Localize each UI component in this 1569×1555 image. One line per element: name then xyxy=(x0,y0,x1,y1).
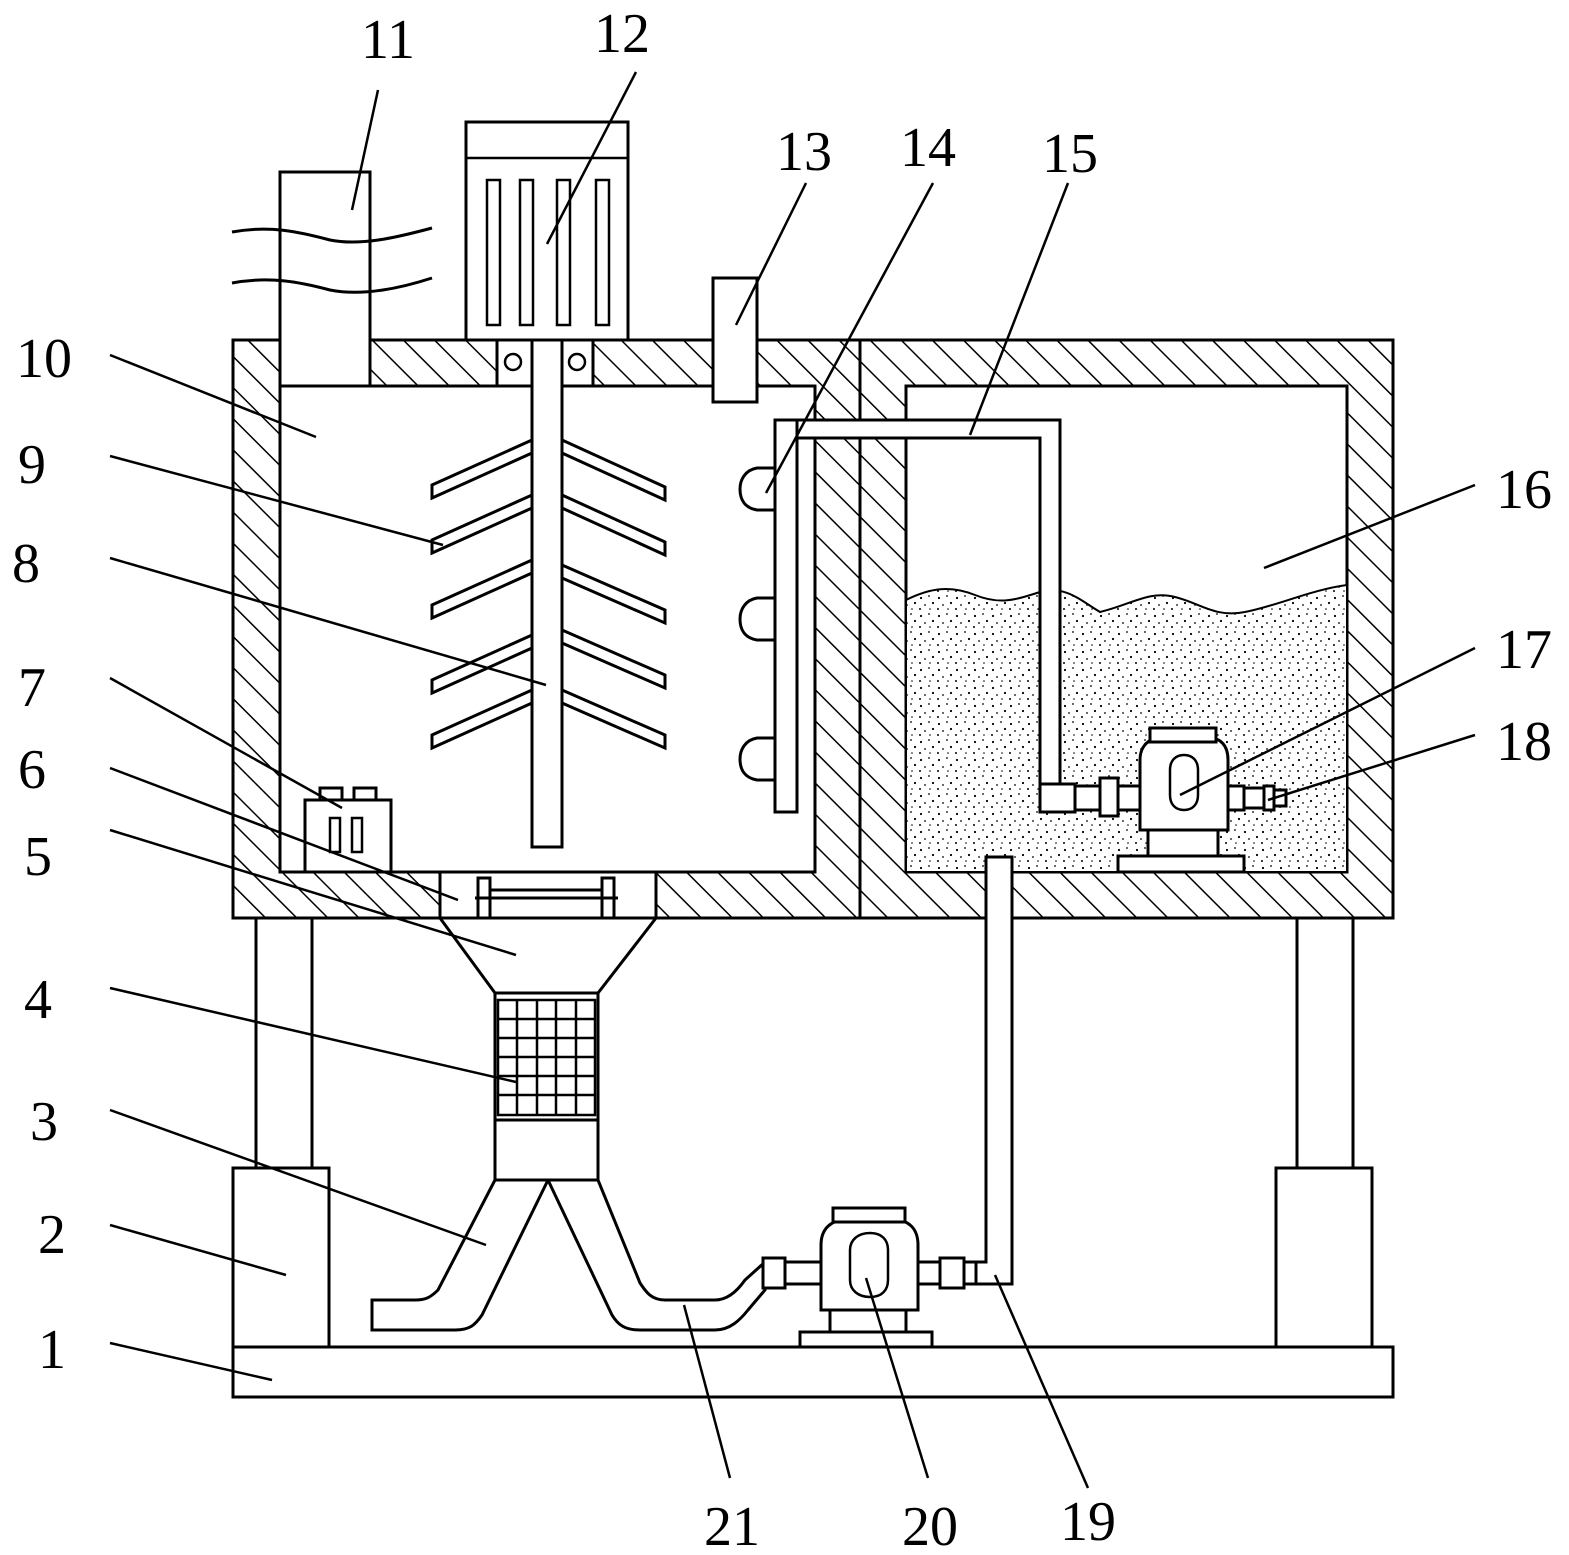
return-pipe xyxy=(775,418,1062,792)
label-9: 9 xyxy=(18,434,46,496)
label-18: 18 xyxy=(1496,711,1552,773)
label-2: 2 xyxy=(38,1204,66,1266)
internal-pump xyxy=(1038,726,1266,874)
label-14: 14 xyxy=(900,117,956,179)
label-20: 20 xyxy=(902,1496,958,1555)
label-7: 7 xyxy=(18,657,46,719)
bottom-valve xyxy=(438,870,658,920)
filter-sand xyxy=(905,583,1348,873)
label-6: 6 xyxy=(18,739,46,801)
label-19: 19 xyxy=(1060,1491,1116,1553)
label-11: 11 xyxy=(361,9,415,71)
label-21: 21 xyxy=(704,1496,760,1555)
funnel xyxy=(437,916,660,995)
label-16: 16 xyxy=(1496,459,1552,521)
part-labels: 1 2 3 4 5 6 7 8 9 10 11 12 13 14 15 16 1… xyxy=(12,3,1552,1555)
base-plate xyxy=(231,1345,1395,1399)
label-13: 13 xyxy=(776,121,832,183)
label-10: 10 xyxy=(16,328,72,390)
stirring-shaft xyxy=(530,338,564,849)
label-5: 5 xyxy=(24,826,52,888)
label-4: 4 xyxy=(24,969,52,1031)
label-17: 17 xyxy=(1496,619,1552,681)
label-15: 15 xyxy=(1042,123,1098,185)
branch-pipes xyxy=(370,1118,767,1332)
motor xyxy=(464,120,630,388)
label-12: 12 xyxy=(594,3,650,65)
stirring-blades xyxy=(430,437,667,751)
label-3: 3 xyxy=(30,1091,58,1153)
bottom-pump xyxy=(761,1206,978,1349)
spray-nozzles xyxy=(738,418,799,814)
label-8: 8 xyxy=(12,533,40,595)
filter-screen xyxy=(493,991,600,1122)
label-1: 1 xyxy=(38,1319,66,1381)
rising-pipe xyxy=(974,855,1014,1286)
exhaust-pipe xyxy=(231,170,433,388)
control-box xyxy=(303,786,393,874)
leader-lines xyxy=(109,71,1476,1489)
feed-inlet xyxy=(711,276,759,404)
